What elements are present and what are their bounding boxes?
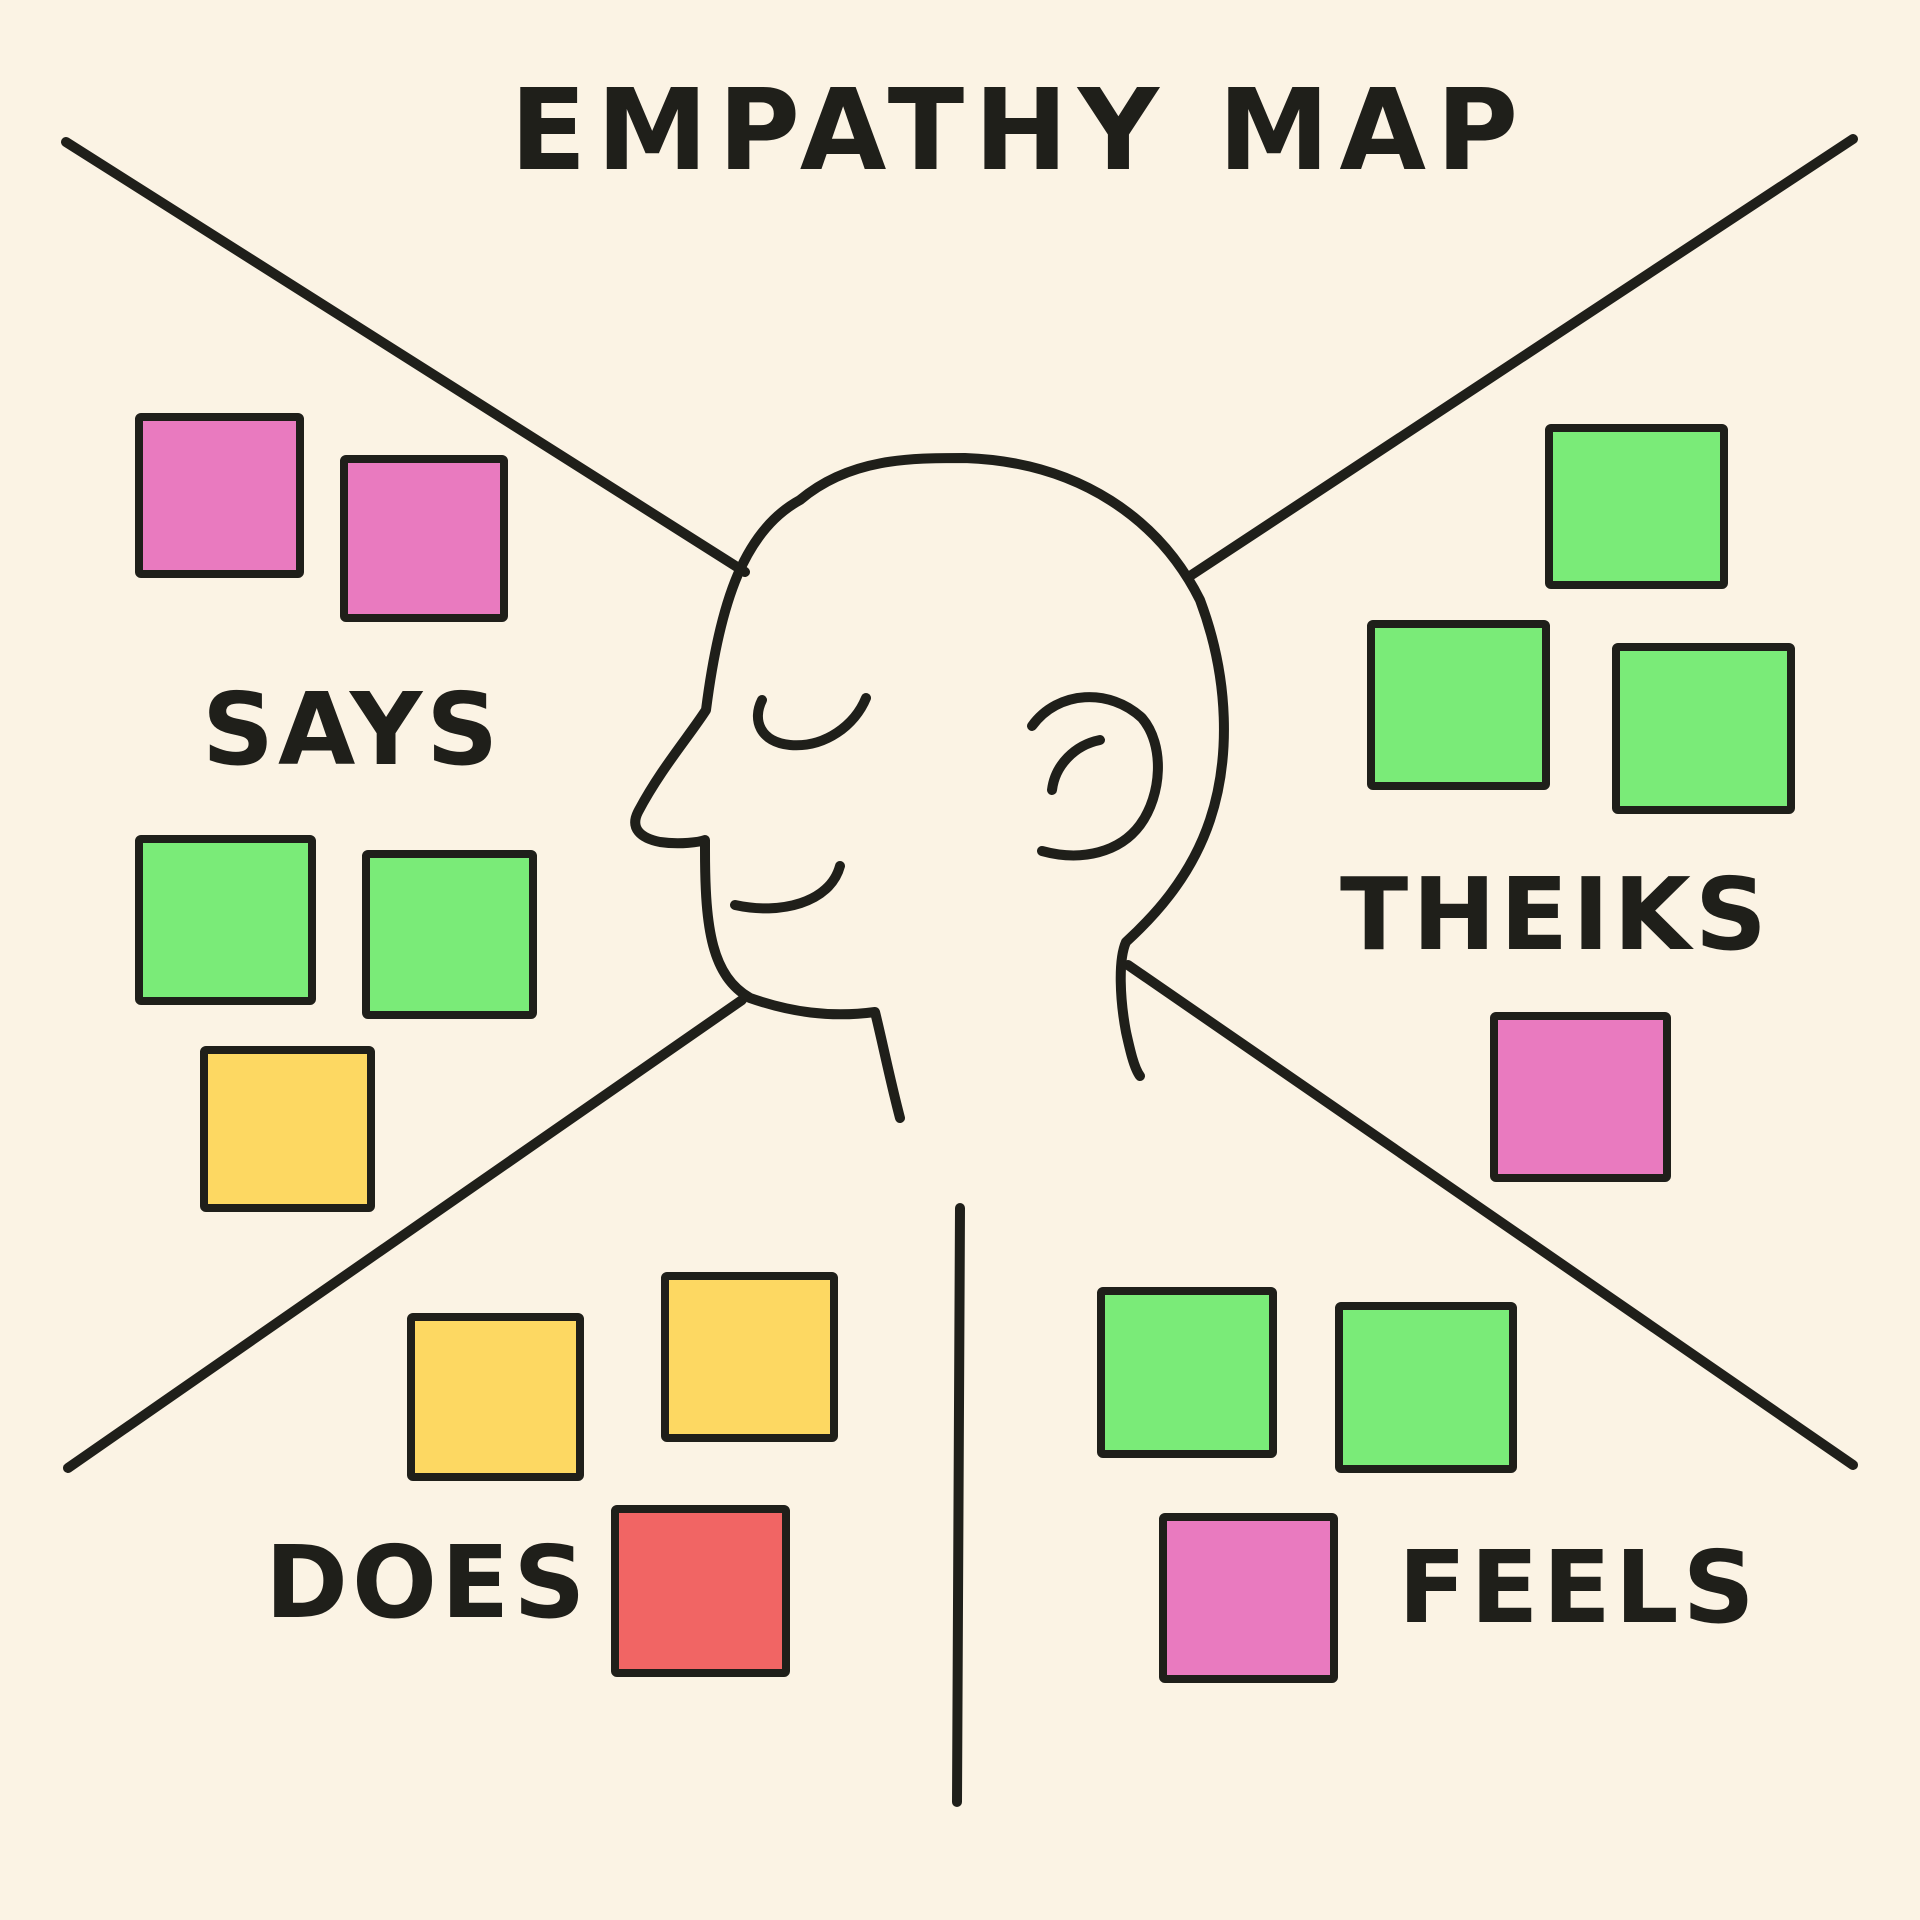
sticky-note-does-2[interactable] [661, 1272, 838, 1442]
divider-center-vertical [952, 1203, 965, 1807]
sticky-note-does-1[interactable] [407, 1313, 584, 1481]
divider-top-left [61, 137, 750, 577]
page-title: EMPATHY MAP [510, 66, 1529, 196]
divider-bottom-right [1123, 960, 1858, 1470]
sticky-note-says-2[interactable] [340, 455, 508, 622]
sticky-note-feels-1[interactable] [1097, 1287, 1277, 1458]
sticky-note-thinks-3[interactable] [1612, 643, 1795, 814]
sticky-note-says-5[interactable] [200, 1046, 375, 1212]
divider-top-right [1185, 134, 1858, 581]
closed-eye-icon [753, 693, 871, 751]
sticky-note-does-3[interactable] [611, 1505, 790, 1677]
sticky-note-thinks-4[interactable] [1490, 1012, 1671, 1182]
sticky-note-feels-2[interactable] [1335, 1302, 1517, 1473]
divider-bottom-left [63, 995, 747, 1473]
ear-icon [1027, 692, 1163, 861]
sticky-note-says-1[interactable] [135, 413, 304, 578]
head-outline-icon [630, 453, 1229, 1123]
sticky-note-thinks-2[interactable] [1367, 620, 1550, 790]
quadrant-label-thinks: THEIKS [1340, 856, 1771, 973]
quadrant-label-says: SAYS [202, 671, 503, 788]
sticky-note-says-4[interactable] [362, 850, 537, 1019]
ear-inner-icon [1047, 735, 1105, 795]
sticky-note-thinks-1[interactable] [1545, 424, 1728, 589]
smile-icon [730, 861, 845, 914]
sticky-note-feels-3[interactable] [1159, 1513, 1338, 1683]
quadrant-label-does: DOES [265, 1524, 590, 1641]
quadrant-label-feels: FEELS [1398, 1529, 1759, 1646]
sticky-note-says-3[interactable] [135, 835, 316, 1005]
